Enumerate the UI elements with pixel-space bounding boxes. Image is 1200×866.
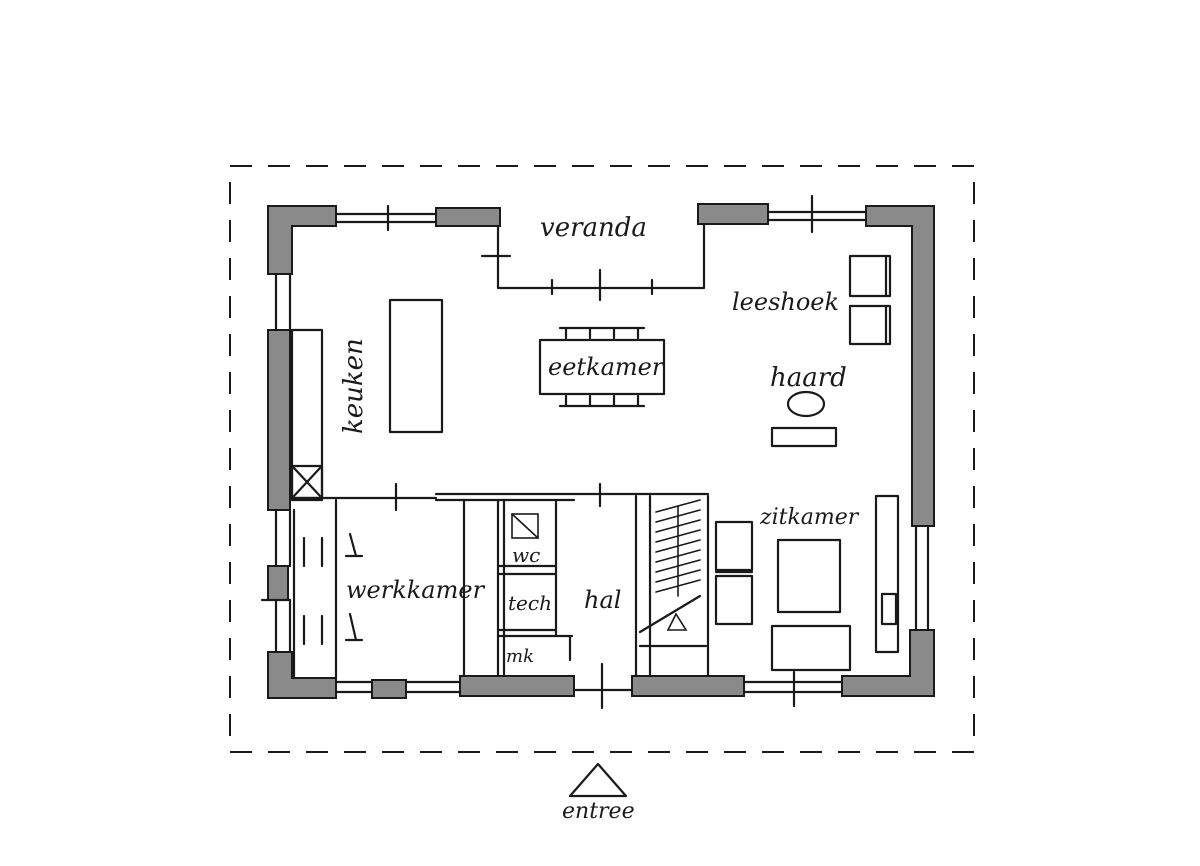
wc-fixture xyxy=(511,513,539,539)
plot-boundary xyxy=(229,165,975,753)
interior-walls xyxy=(290,482,710,680)
label-hal: hal xyxy=(584,586,621,614)
kitchen-fixtures xyxy=(290,298,444,502)
label-haard: haard xyxy=(770,363,847,393)
entrance-arrow-icon xyxy=(568,762,628,798)
study-desks xyxy=(302,532,364,646)
reading-chairs xyxy=(848,254,892,346)
label-entree: entree xyxy=(562,799,635,824)
exterior-walls xyxy=(267,203,935,699)
staircase xyxy=(655,499,701,631)
label-zitkamer: zitkamer xyxy=(759,505,860,530)
label-keuken: keuken xyxy=(339,338,369,434)
label-leeshoek: leeshoek xyxy=(732,288,839,316)
label-wc: wc xyxy=(512,543,540,567)
living-furniture xyxy=(714,494,900,672)
label-werkkamer: werkkamer xyxy=(346,576,486,604)
label-eetkamer: eetkamer xyxy=(548,353,665,381)
dining-table xyxy=(538,326,666,408)
label-veranda: veranda xyxy=(540,213,647,243)
label-mk: mk xyxy=(506,646,534,667)
window-lines xyxy=(260,194,930,710)
label-tech: tech xyxy=(508,591,552,615)
veranda-recess xyxy=(480,222,706,302)
fireplace xyxy=(770,390,838,448)
